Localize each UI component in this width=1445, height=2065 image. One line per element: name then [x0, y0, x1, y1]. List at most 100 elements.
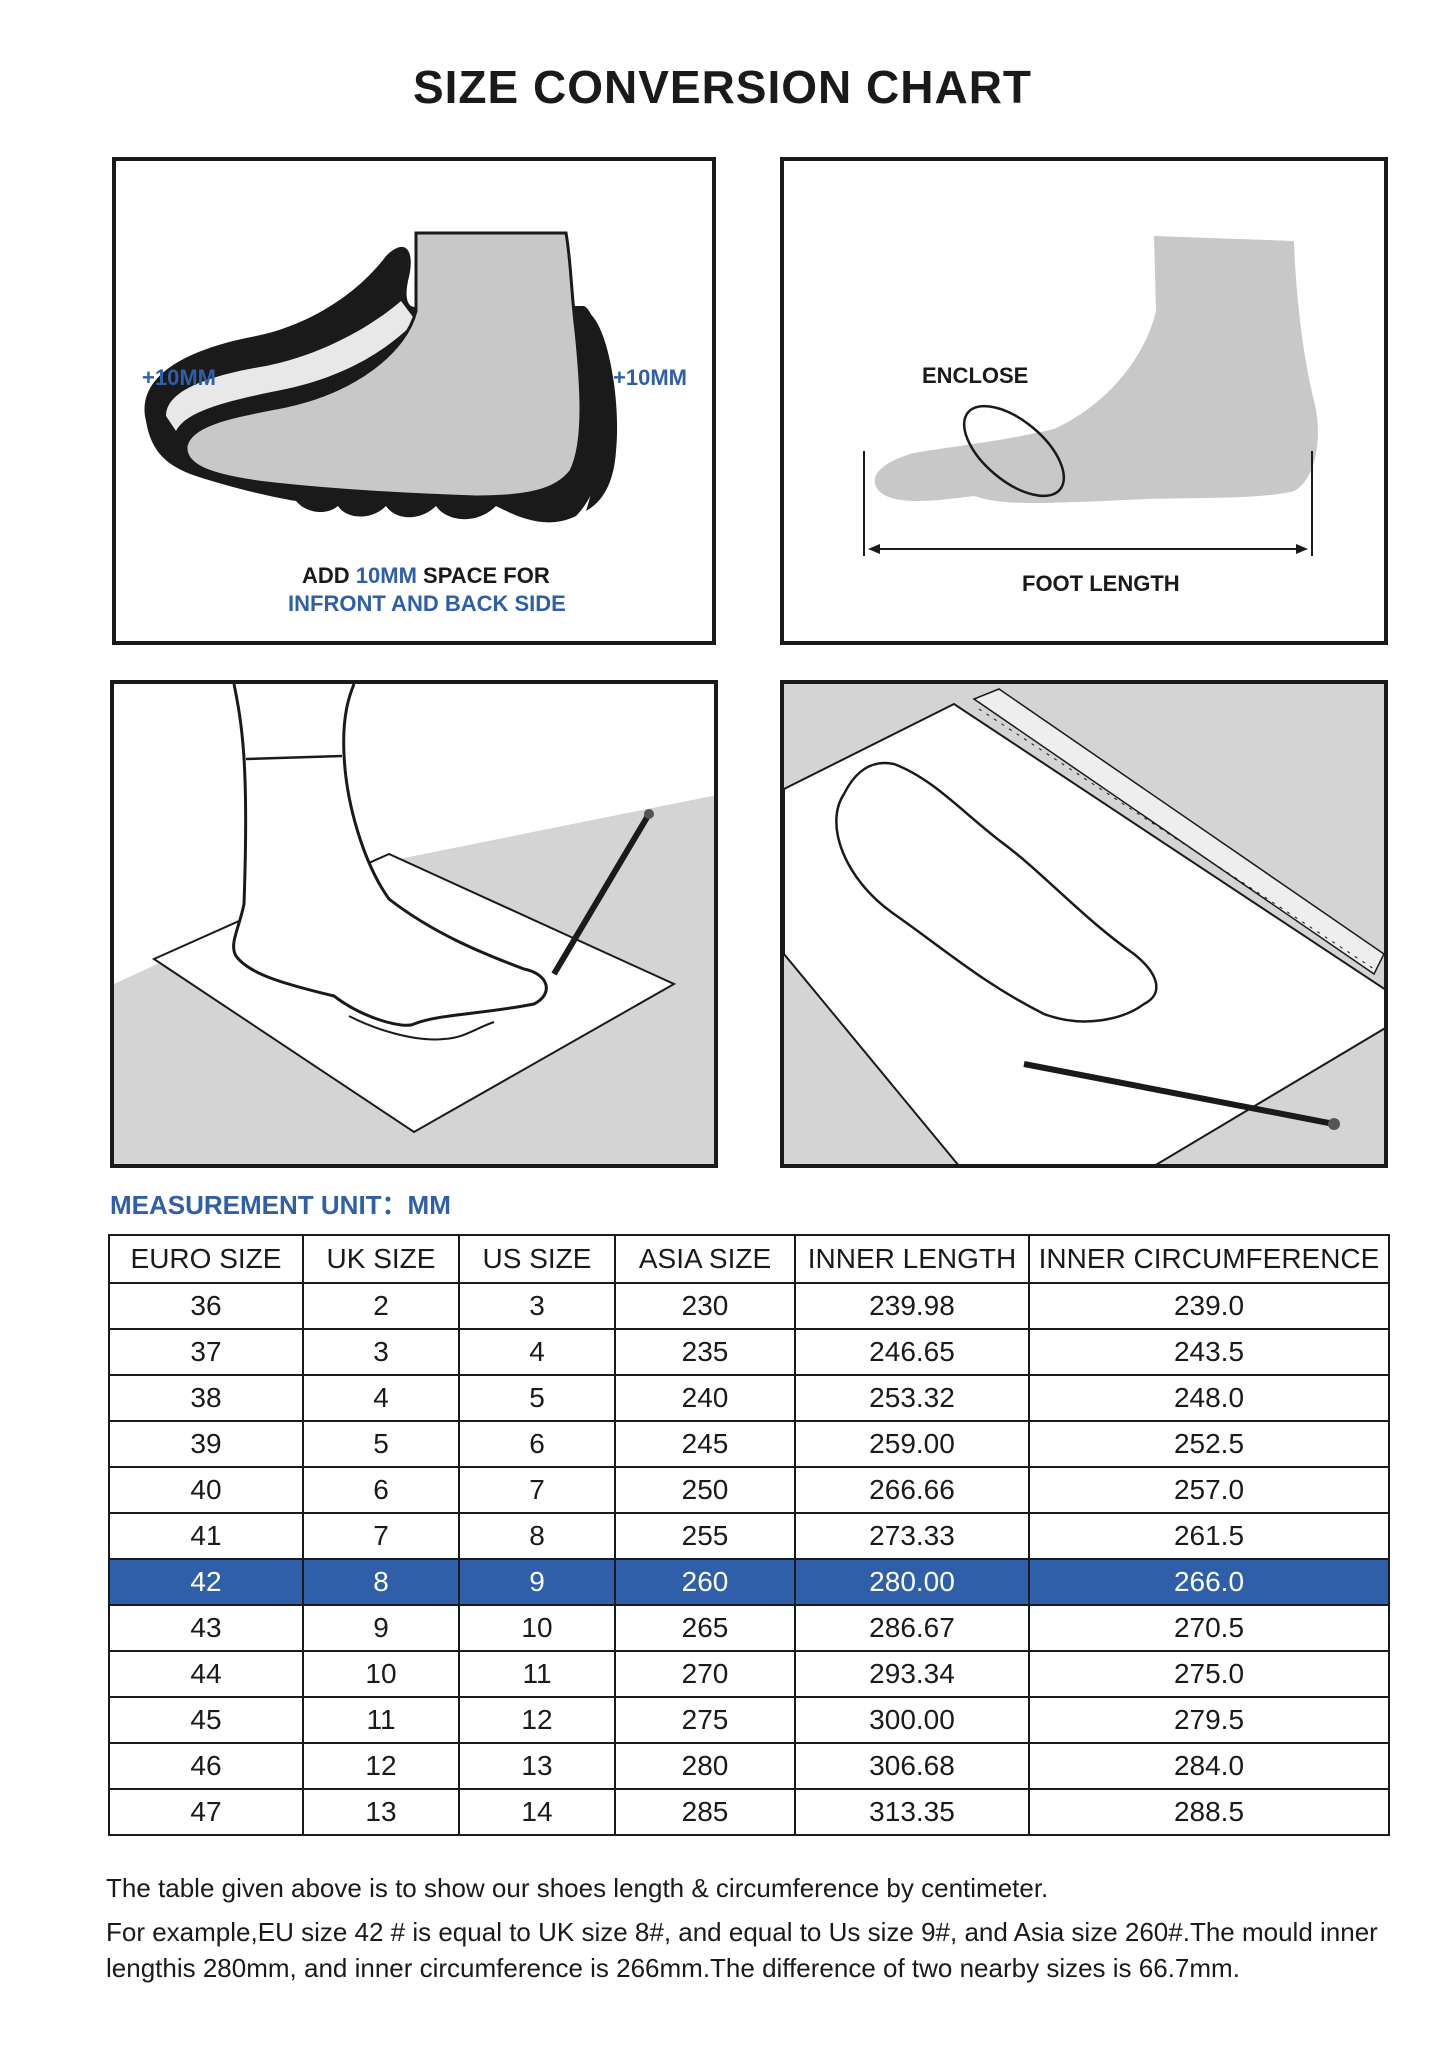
- table-cell: 243.5: [1028, 1328, 1390, 1376]
- table-cell: 253.32: [794, 1374, 1030, 1422]
- table-cell: 252.5: [1028, 1420, 1390, 1468]
- pencil-body: [551, 812, 652, 976]
- foot-outline-traced: [835, 761, 1158, 1023]
- table-cell: 11: [302, 1696, 460, 1744]
- caption-add: ADD: [302, 563, 356, 588]
- leg-outline: [232, 684, 548, 1027]
- table-cell: 44: [108, 1650, 304, 1698]
- table-cell: 257.0: [1028, 1466, 1390, 1514]
- table-cell: 275: [614, 1696, 796, 1744]
- table-cell: 235: [614, 1328, 796, 1376]
- table-cell: 36: [108, 1282, 304, 1330]
- table-cell: 10: [302, 1650, 460, 1698]
- table-cell: 12: [458, 1696, 616, 1744]
- table-cell: 3: [302, 1328, 460, 1376]
- table-cell: 4: [302, 1374, 460, 1422]
- col-header-asia: ASIA SIZE: [614, 1234, 796, 1284]
- table-cell: 11: [458, 1650, 616, 1698]
- table-cell: 279.5: [1028, 1696, 1390, 1744]
- ruler: [972, 688, 1384, 976]
- table-cell: 313.35: [794, 1788, 1030, 1836]
- ruler-illustration: [784, 684, 1384, 1164]
- front-allowance-label: +10MM: [142, 365, 216, 390]
- table-cell: 13: [302, 1788, 460, 1836]
- table-cell: 40: [108, 1466, 304, 1514]
- enclose-label: ENCLOSE: [922, 363, 1029, 388]
- table-cell: 12: [302, 1742, 460, 1790]
- table-cell: 245: [614, 1420, 796, 1468]
- table-cell: 239.98: [794, 1282, 1030, 1330]
- col-header-inner-circumference: INNER CIRCUMFERENCE: [1028, 1234, 1390, 1284]
- arrowhead-left: [868, 544, 880, 554]
- panel-ruler-outline: [780, 680, 1388, 1168]
- table-cell: 7: [302, 1512, 460, 1560]
- sock-top-line: [245, 754, 343, 761]
- foot-measure-illustration: [863, 236, 1318, 556]
- table-cell: 43: [108, 1604, 304, 1652]
- table-cell: 250: [614, 1466, 796, 1514]
- ruler-scale-line: [978, 708, 1375, 970]
- pencil-end-2: [1328, 1118, 1340, 1130]
- table-cell: 39: [108, 1420, 304, 1468]
- table-cell: 280: [614, 1742, 796, 1790]
- table-cell: 300.00: [794, 1696, 1030, 1744]
- table-cell: 47: [108, 1788, 304, 1836]
- table-cell: 4: [458, 1328, 616, 1376]
- panel-shoe-allowance: +10MM +10MM ADD 10MM SPACE FOR INFRONT A…: [112, 157, 716, 645]
- table-cell: 270: [614, 1650, 796, 1698]
- table-cell: 260: [614, 1558, 796, 1606]
- table-cell: 7: [458, 1466, 616, 1514]
- table-cell: 6: [302, 1466, 460, 1514]
- table-cell: 14: [458, 1788, 616, 1836]
- table-cell: 266.66: [794, 1466, 1030, 1514]
- table-cell: 41: [108, 1512, 304, 1560]
- table-cell: 284.0: [1028, 1742, 1390, 1790]
- allowance-caption-line2: INFRONT AND BACK SIDE: [288, 591, 566, 616]
- table-cell: 10: [458, 1604, 616, 1652]
- table-cell: 5: [302, 1420, 460, 1468]
- heel-back-shape: [586, 311, 618, 511]
- table-cell: 240: [614, 1374, 796, 1422]
- table-cell: 270.5: [1028, 1604, 1390, 1652]
- table-cell: 286.67: [794, 1604, 1030, 1652]
- tracing-illustration: [114, 684, 714, 1164]
- col-header-inner-length: INNER LENGTH: [794, 1234, 1030, 1284]
- table-cell: 255: [614, 1512, 796, 1560]
- panel-tracing-foot: [110, 680, 718, 1168]
- pencil-body-2: [1023, 1061, 1335, 1127]
- caption-10mm: 10MM: [355, 563, 417, 588]
- table-cell: 293.34: [794, 1650, 1030, 1698]
- col-header-uk: UK SIZE: [302, 1234, 460, 1284]
- enclose-ring: [962, 404, 1066, 498]
- table-cell: 306.68: [794, 1742, 1030, 1790]
- table-cell: 6: [458, 1420, 616, 1468]
- table-cell: 273.33: [794, 1512, 1030, 1560]
- foot-shape: [184, 231, 583, 499]
- shoe-inner-outline: [166, 301, 416, 431]
- table-cell: 261.5: [1028, 1512, 1390, 1560]
- note-line-3: lengthis 280mm, and inner circumference …: [106, 1953, 1240, 1983]
- caption-space-for: SPACE FOR: [416, 563, 550, 588]
- table-cell: 288.5: [1028, 1788, 1390, 1836]
- measurement-unit-label: MEASUREMENT UNIT：MM: [110, 1190, 451, 1220]
- shoe-illustration: [144, 231, 618, 523]
- table-cell: 248.0: [1028, 1374, 1390, 1422]
- table-cell: 37: [108, 1328, 304, 1376]
- table-cell: 45: [108, 1696, 304, 1744]
- table-cell: 42: [108, 1558, 304, 1606]
- foot-length-label: FOOT LENGTH: [1022, 571, 1180, 596]
- table-cell: 5: [458, 1374, 616, 1422]
- pencil-end: [644, 809, 654, 819]
- table-cell: 280.00: [794, 1558, 1030, 1606]
- col-header-euro: EURO SIZE: [108, 1234, 304, 1284]
